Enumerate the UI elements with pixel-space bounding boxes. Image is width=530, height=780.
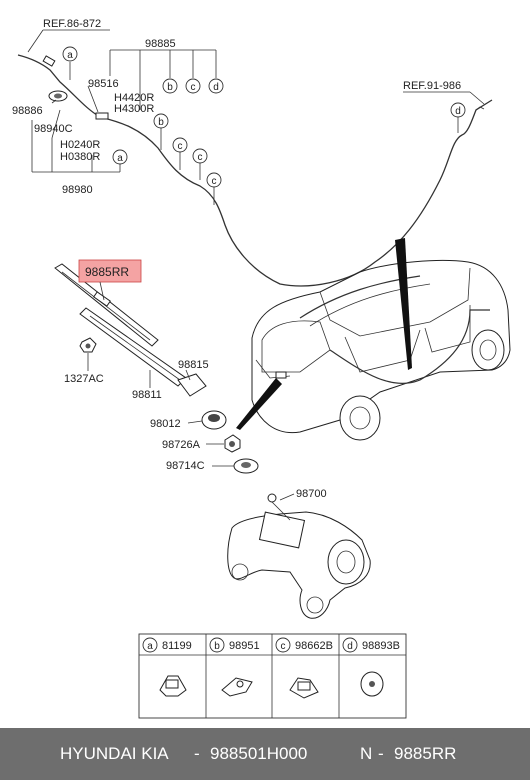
svg-text:d: d xyxy=(213,82,219,93)
svg-text:b: b xyxy=(167,82,173,93)
label-98940c: 98940C xyxy=(34,123,73,135)
footer-bar: HYUNDAI KIA - 988501H000 N - 9885RR xyxy=(0,728,530,780)
callout-d-top: d xyxy=(208,78,224,94)
legend-cell-a: a 81199 xyxy=(142,637,192,653)
svg-text:c: c xyxy=(212,176,217,187)
svg-text:c: c xyxy=(198,152,203,163)
legend-part-number: 81199 xyxy=(162,640,192,652)
ref-top-label: REF.86-872 xyxy=(43,18,101,30)
callout-a-top: a xyxy=(62,46,78,62)
callout-b-hose: b xyxy=(153,113,169,129)
label-98012: 98012 xyxy=(150,418,181,430)
svg-text:c: c xyxy=(191,82,196,93)
label-9885rr: 9885RR xyxy=(85,265,129,279)
legend-key-circle xyxy=(209,637,225,653)
callout-c-hose2: c xyxy=(192,148,208,164)
clip-98662b-icon xyxy=(289,677,319,699)
label-98714c: 98714C xyxy=(166,460,205,472)
label-98811: 98811 xyxy=(132,389,162,401)
svg-text:a: a xyxy=(117,153,123,164)
legend-key-circle xyxy=(142,637,158,653)
footer-dash-1: - xyxy=(194,744,200,763)
callout-d-right: d xyxy=(450,102,466,118)
legend-key: a xyxy=(147,641,153,652)
legend-key: c xyxy=(281,641,286,652)
legend-key-circle xyxy=(275,637,291,653)
label-h4420r: H4420R xyxy=(114,92,154,104)
legend-table xyxy=(138,633,407,719)
legend-cell-d: d 98893B xyxy=(342,637,400,653)
footer-oem-number: 988501H000 xyxy=(210,744,308,763)
footer-code: 9885RR xyxy=(394,744,457,763)
svg-text:d: d xyxy=(455,106,461,117)
label-98980: 98980 xyxy=(62,184,93,196)
footer-n: N xyxy=(360,744,373,763)
label-98815: 98815 xyxy=(178,359,209,371)
label-1327ac: 1327AC xyxy=(64,373,104,385)
label-h4300r: H4300R xyxy=(114,103,154,115)
ref-right-label: REF.91-986 xyxy=(403,80,461,92)
svg-text:b: b xyxy=(158,117,164,128)
legend-key-circle xyxy=(342,637,358,653)
label-98516: 98516 xyxy=(88,78,119,90)
ref-top-callout: REF.86-872 xyxy=(27,18,110,53)
callout-c-top: c xyxy=(185,78,201,94)
clip-81199-icon xyxy=(159,675,187,697)
footer-brand: HYUNDAI KIA xyxy=(60,744,169,763)
leader-lines-top xyxy=(31,49,459,205)
callout-c-hose1: c xyxy=(172,137,188,153)
grommet-98893b-icon xyxy=(360,671,384,697)
legend-key: d xyxy=(347,641,353,652)
legend-part-number: 98662B xyxy=(295,640,333,652)
washer-hose xyxy=(17,54,493,287)
label-98700: 98700 xyxy=(296,488,327,500)
label-98885: 98885 xyxy=(145,38,176,50)
svg-text:a: a xyxy=(67,50,73,61)
callout-b-top: b xyxy=(162,78,178,94)
label-h0240r: H0240R xyxy=(60,139,100,151)
callout-a-98980: a xyxy=(112,149,128,165)
footer-dash-2: - xyxy=(378,744,384,763)
legend-part-number: 98951 xyxy=(229,640,260,652)
wiper-arm-assembly xyxy=(54,263,207,397)
highlight-9885rr xyxy=(78,259,142,283)
legend-part-number: 98893B xyxy=(362,640,400,652)
legend-cell-c: c 98662B xyxy=(275,637,333,653)
label-h0380r: H0380R xyxy=(60,151,100,163)
label-98726a: 98726A xyxy=(162,439,201,451)
callout-c-hose3: c xyxy=(206,172,222,188)
svg-text:c: c xyxy=(178,141,183,152)
legend-cell-b: b 98951 xyxy=(209,637,260,653)
label-98886: 98886 xyxy=(12,105,43,117)
parts-diagram: REF.86-872 98885 98516 98886 98940C xyxy=(12,18,511,719)
vehicle-illustration xyxy=(236,238,511,441)
ref-right-callout: REF.91-986 xyxy=(403,80,485,105)
wiper-motor-98700 xyxy=(227,493,371,619)
clip-98951-icon xyxy=(221,677,253,697)
legend-key: b xyxy=(214,641,220,652)
